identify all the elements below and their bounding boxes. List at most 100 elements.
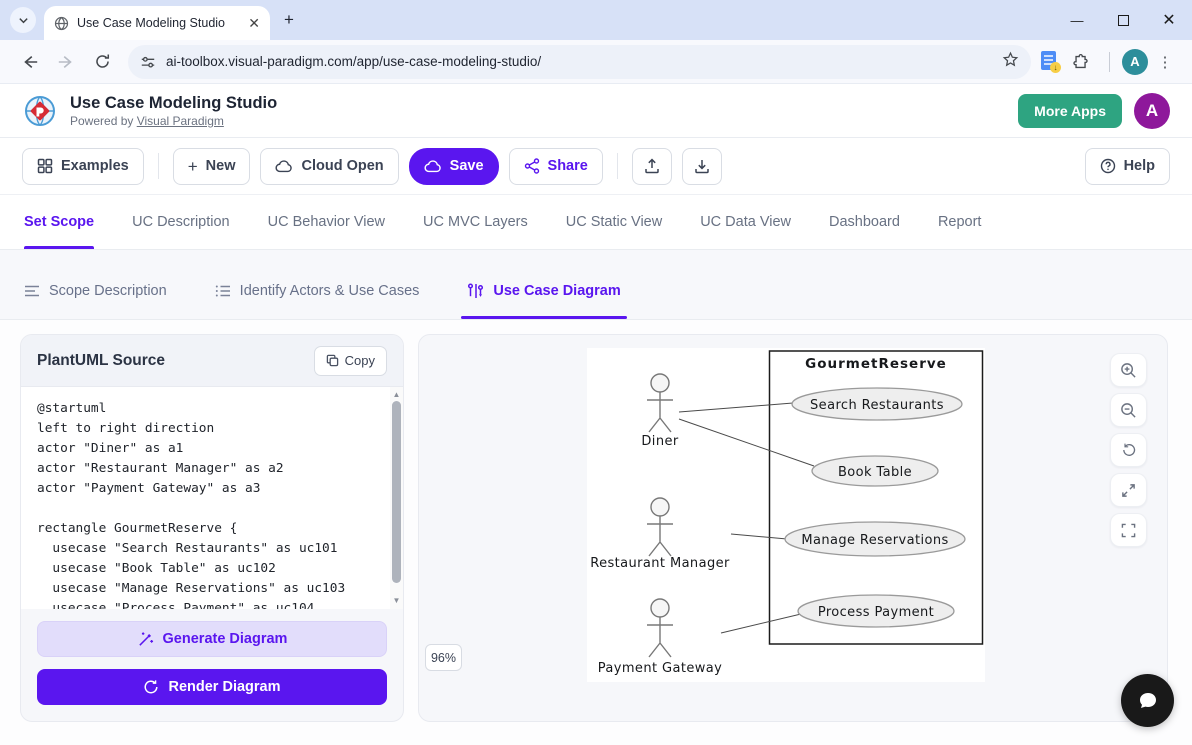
- powered-by: Powered by Visual Paradigm: [70, 113, 224, 128]
- visual-paradigm-link[interactable]: Visual Paradigm: [136, 113, 224, 128]
- forward-button[interactable]: [50, 46, 82, 78]
- diagram-zoom-controls: [1110, 353, 1147, 547]
- tab-set-scope[interactable]: Set Scope: [24, 195, 95, 249]
- editor-scrollbar[interactable]: ▲ ▼: [390, 387, 403, 609]
- new-tab-button[interactable]: +: [284, 10, 294, 29]
- help-button[interactable]: Help: [1084, 147, 1170, 185]
- upload-button[interactable]: [631, 147, 672, 185]
- back-button[interactable]: [14, 46, 46, 78]
- share-button[interactable]: Share: [508, 147, 603, 185]
- actor-payment-gateway[interactable]: [647, 598, 673, 658]
- app-title-block: Use Case Modeling Studio Powered by Visu…: [70, 94, 277, 128]
- examples-grid-icon: [37, 158, 53, 174]
- share-icon: [524, 158, 540, 174]
- plantuml-code[interactable]: @startuml left to right direction actor …: [37, 401, 346, 609]
- save-cloud-icon: [424, 159, 442, 174]
- actor-diner-label: Diner: [641, 434, 678, 449]
- scroll-down-icon[interactable]: ▼: [392, 596, 401, 605]
- app-header: Use Case Modeling Studio Powered by Visu…: [0, 84, 1192, 138]
- zoom-out-button[interactable]: [1110, 393, 1147, 427]
- diagram-icon: [467, 283, 484, 299]
- use-case-book-table[interactable]: Book Table: [838, 465, 912, 480]
- new-button[interactable]: + New: [172, 147, 251, 185]
- use-case-ellipses: Search Restaurants Book Table Manage Res…: [784, 387, 966, 628]
- action-bar-divider: [157, 153, 159, 179]
- fit-to-screen-button[interactable]: [1110, 473, 1147, 507]
- site-settings-icon[interactable]: [140, 54, 156, 70]
- plantuml-panel-header: PlantUML Source Copy: [21, 335, 403, 388]
- plantuml-panel-title: PlantUML Source: [37, 351, 166, 369]
- use-case-diagram-canvas[interactable]: GourmetReserve Search Restaurants Book T…: [587, 348, 985, 682]
- upload-icon: [644, 158, 660, 174]
- window-maximize-button[interactable]: [1100, 0, 1146, 40]
- download-button[interactable]: [681, 147, 722, 185]
- app-title: Use Case Modeling Studio: [70, 93, 278, 112]
- reload-button[interactable]: [86, 46, 118, 78]
- action-bar-divider-2: [616, 153, 618, 179]
- use-case-search-restaurants[interactable]: Search Restaurants: [810, 398, 944, 413]
- magic-wand-icon: [137, 631, 154, 648]
- tab-close-icon[interactable]: ✕: [248, 15, 260, 31]
- window-close-button[interactable]: ✕: [1146, 0, 1192, 40]
- reset-view-button[interactable]: [1110, 433, 1147, 467]
- url-bar[interactable]: ai-toolbox.visual-paradigm.com/app/use-c…: [128, 44, 1031, 79]
- subtab-identify-actors-use-cases[interactable]: Identify Actors & Use Cases: [215, 263, 419, 319]
- tab-uc-static-view[interactable]: UC Static View: [566, 195, 662, 249]
- diagram-panel: GourmetReserve Search Restaurants Book T…: [418, 334, 1168, 722]
- extensions-puzzle-icon[interactable]: [1065, 46, 1097, 78]
- browser-tabstrip: Use Case Modeling Studio ✕ + — ✕: [0, 0, 1192, 40]
- more-apps-button[interactable]: More Apps: [1018, 93, 1122, 128]
- actor-restaurant-manager[interactable]: [647, 497, 673, 557]
- examples-button[interactable]: Examples: [22, 147, 144, 185]
- tab-uc-mvc-layers[interactable]: UC MVC Layers: [423, 195, 528, 249]
- tab-title: Use Case Modeling Studio: [77, 16, 225, 30]
- align-lines-icon: [24, 284, 40, 298]
- use-case-manage-reservations[interactable]: Manage Reservations: [801, 533, 948, 548]
- cloud-open-button[interactable]: Cloud Open: [260, 147, 399, 185]
- chat-widget-button[interactable]: [1121, 674, 1174, 727]
- scroll-up-icon[interactable]: ▲: [392, 390, 401, 400]
- tab-uc-description[interactable]: UC Description: [132, 195, 230, 249]
- generate-diagram-button[interactable]: Generate Diagram: [37, 621, 387, 657]
- help-icon: [1100, 158, 1116, 174]
- render-diagram-button[interactable]: Render Diagram: [37, 669, 387, 705]
- subtab-use-case-diagram[interactable]: Use Case Diagram: [461, 263, 628, 319]
- window-minimize-button[interactable]: —: [1054, 0, 1100, 40]
- url-text[interactable]: ai-toolbox.visual-paradigm.com/app/use-c…: [166, 54, 542, 69]
- tab-uc-behavior-view[interactable]: UC Behavior View: [268, 195, 385, 249]
- subtab-scope-description[interactable]: Scope Description: [24, 263, 167, 319]
- bookmark-star-icon[interactable]: [1002, 51, 1019, 73]
- editor-actions: Generate Diagram Render Diagram: [21, 609, 403, 721]
- tab-uc-data-view[interactable]: UC Data View: [700, 195, 791, 249]
- browser-toolbar: ai-toolbox.visual-paradigm.com/app/use-c…: [0, 40, 1192, 84]
- tab-search-chevron-icon[interactable]: [10, 7, 36, 33]
- toolbar-divider: [1109, 51, 1110, 72]
- fullscreen-button[interactable]: [1110, 513, 1147, 547]
- actor-diner[interactable]: [647, 373, 673, 433]
- use-case-process-payment[interactable]: Process Payment: [818, 605, 934, 620]
- globe-favicon-icon: [54, 16, 69, 31]
- main-tab-bar: Set Scope UC Description UC Behavior Vie…: [0, 194, 1192, 250]
- window-controls: — ✕: [1054, 0, 1192, 40]
- association-lines: [678, 402, 815, 634]
- account-avatar[interactable]: A: [1134, 92, 1170, 129]
- zoom-in-button[interactable]: [1110, 353, 1147, 387]
- tab-report[interactable]: Report: [938, 195, 982, 249]
- browser-tab[interactable]: Use Case Modeling Studio ✕: [44, 6, 270, 40]
- scrollbar-thumb[interactable]: [392, 401, 401, 584]
- reading-list-extension-icon[interactable]: ↓: [1041, 50, 1061, 73]
- visual-paradigm-logo: [22, 93, 58, 129]
- system-name-label: GourmetReserve: [805, 356, 947, 372]
- action-bar: Examples + New Cloud Open Save: [0, 138, 1192, 194]
- refresh-icon: [143, 679, 159, 695]
- tab-dashboard[interactable]: Dashboard: [829, 195, 900, 249]
- plus-icon: +: [187, 156, 198, 176]
- save-button[interactable]: Save: [408, 147, 499, 185]
- browser-profile-avatar[interactable]: A: [1122, 48, 1148, 75]
- zoom-level-badge: 96%: [425, 644, 462, 671]
- browser-menu-icon[interactable]: ⋮: [1152, 53, 1178, 71]
- code-editor[interactable]: @startuml left to right direction actor …: [21, 387, 403, 609]
- copy-button[interactable]: Copy: [313, 345, 387, 376]
- copy-icon: [326, 354, 339, 367]
